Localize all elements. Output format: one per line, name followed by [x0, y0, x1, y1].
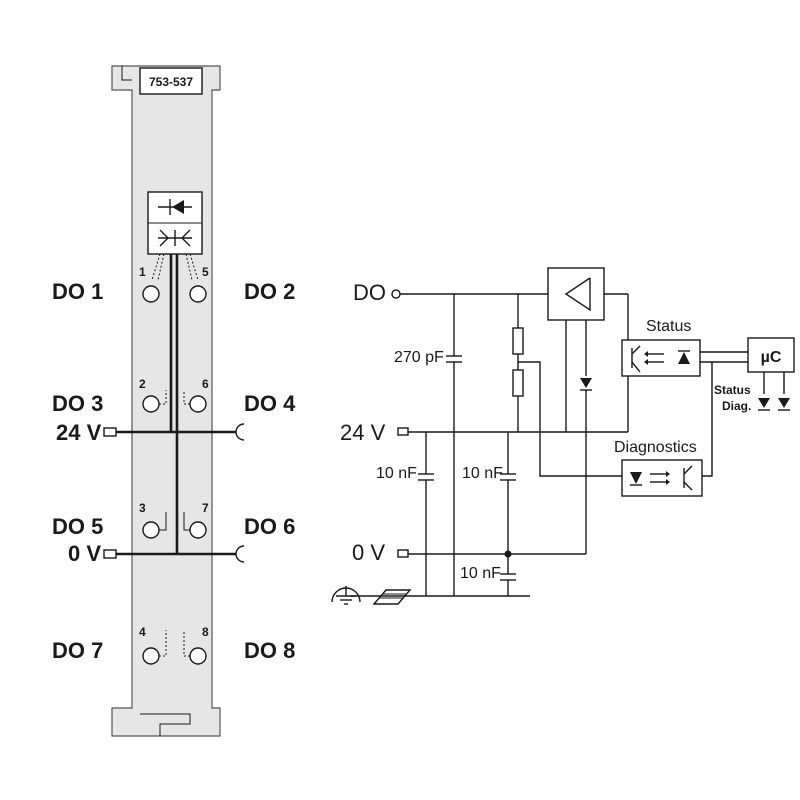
- schematic-0v-label: 0 V: [352, 540, 385, 565]
- ground-icon: [331, 586, 361, 605]
- terminal-7[interactable]: [189, 521, 207, 539]
- pin-label-4: 4: [139, 625, 146, 639]
- cap-10nf-a-label: 10 nF: [376, 465, 417, 482]
- diode-icon: [158, 199, 192, 215]
- optocoupler-icon: [158, 229, 192, 247]
- terminal-8[interactable]: [189, 647, 207, 665]
- pin-label-3: 3: [139, 501, 146, 515]
- label-do4: DO 4: [244, 391, 296, 416]
- v24-terminal: [397, 427, 409, 436]
- pin-label-2: 2: [139, 377, 146, 391]
- label-do5: DO 5: [52, 514, 103, 539]
- status-led-icon: [758, 398, 770, 411]
- label-0v: 0 V: [68, 541, 101, 566]
- uc-label: µC: [761, 349, 782, 366]
- pin-label-8: 8: [202, 625, 209, 639]
- phototransistor-icon: [631, 345, 641, 373]
- do-terminal: [391, 289, 401, 299]
- resistor-2: [512, 369, 524, 397]
- status-label: Status: [646, 318, 691, 335]
- schematic-do-label: DO: [353, 280, 386, 305]
- status-optocoupler: [621, 339, 701, 377]
- microcontroller-block: [747, 337, 795, 373]
- terminal-5[interactable]: [189, 285, 207, 303]
- terminal-3[interactable]: [142, 521, 160, 539]
- terminal-6[interactable]: [189, 395, 207, 413]
- power-contact-0v: [103, 549, 117, 559]
- cap-270pf-label: 270 pF: [394, 349, 444, 366]
- label-24v: 24 V: [56, 420, 102, 445]
- led-diag-label: Diag.: [722, 399, 751, 413]
- diagnostics-label: Diagnostics: [614, 439, 697, 456]
- label-do3: DO 3: [52, 391, 103, 416]
- pin-label-7: 7: [202, 501, 209, 515]
- diag-led-icon: [778, 398, 790, 411]
- cap-10nf-b-label: 10 nF: [462, 465, 503, 482]
- terminal-4[interactable]: [142, 647, 160, 665]
- schematic-24v-label: 24 V: [340, 420, 386, 445]
- resistor-1: [512, 327, 524, 355]
- terminal-1[interactable]: [142, 285, 160, 303]
- diag-phototransistor-icon: [683, 465, 693, 491]
- pin-label-5: 5: [202, 265, 209, 279]
- driver-block: [547, 267, 605, 321]
- part-number: 753-537: [149, 75, 193, 89]
- power-contact-24v: [103, 427, 117, 437]
- lead-bundle: [151, 253, 199, 281]
- led-diode-icon: [678, 350, 690, 364]
- label-do6: DO 6: [244, 514, 295, 539]
- pin-label-1: 1: [139, 265, 146, 279]
- label-do7: DO 7: [52, 638, 103, 663]
- diode-icon: [580, 378, 592, 388]
- module-housing: 753-537 1 5 2 6: [103, 65, 245, 737]
- led-status-label: Status: [714, 383, 751, 397]
- diag-diode-icon: [630, 472, 642, 486]
- part-number-box: [139, 67, 203, 95]
- v0-terminal: [397, 549, 409, 558]
- label-do1: DO 1: [52, 279, 103, 304]
- label-do8: DO 8: [244, 638, 295, 663]
- pin-label-6: 6: [202, 377, 209, 391]
- circuit-schematic: DO 270 pF 24 V 10: [331, 267, 795, 605]
- cap-10nf-c-label: 10 nF: [460, 565, 501, 582]
- din-rail-icon: [372, 589, 412, 605]
- diag-light-arrows-icon: [650, 471, 670, 485]
- light-arrows-icon: [644, 351, 664, 365]
- terminal-2[interactable]: [142, 395, 160, 413]
- label-do2: DO 2: [244, 279, 295, 304]
